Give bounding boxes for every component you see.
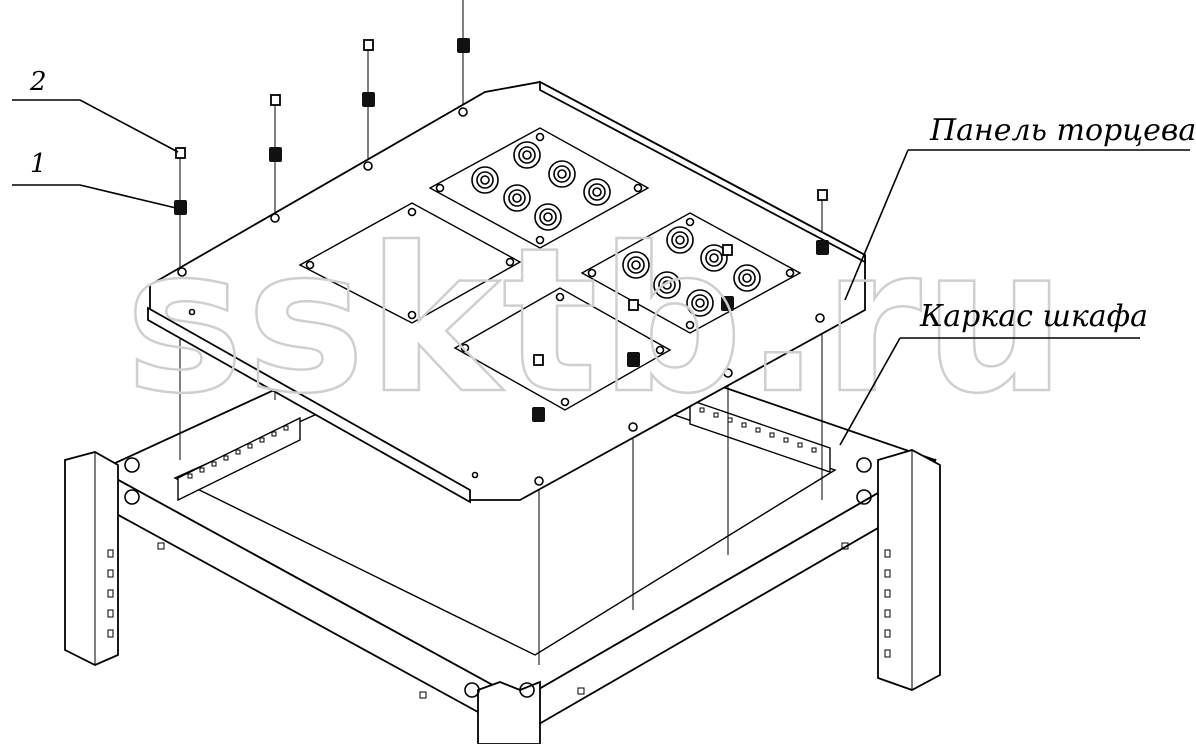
corner-post-front [477, 680, 541, 744]
nut-icon [174, 38, 829, 422]
callout-1-label: 1 [30, 149, 47, 179]
cable-gland-icon [622, 226, 761, 317]
blank-cover-plate [298, 202, 522, 324]
mounting-hole-icon [124, 457, 872, 699]
corner-post-left [64, 451, 119, 666]
blank-cover-plate [453, 287, 672, 411]
screw-icon [175, 39, 828, 366]
callout-2: 2 [12, 67, 179, 153]
gland-plate [428, 127, 650, 249]
callout-1: 1 [12, 149, 177, 209]
watermark: ssktb.ru [125, 205, 1068, 438]
end-panel-label: Панель торцевая [929, 113, 1196, 148]
frame-rail-left [177, 416, 301, 502]
end-panel [147, 80, 866, 504]
callout-end-panel: Панель торцевая [844, 113, 1196, 301]
frame-rail-right [689, 399, 831, 473]
corner-post-right [877, 449, 941, 691]
callout-2-label: 2 [29, 67, 47, 97]
cable-gland-icon [471, 141, 611, 231]
cabinet-frame-label: Каркас шкафа [919, 299, 1148, 334]
callout-cabinet-frame: Каркас шкафа [839, 299, 1148, 446]
mounting-hole-icon [177, 107, 825, 486]
